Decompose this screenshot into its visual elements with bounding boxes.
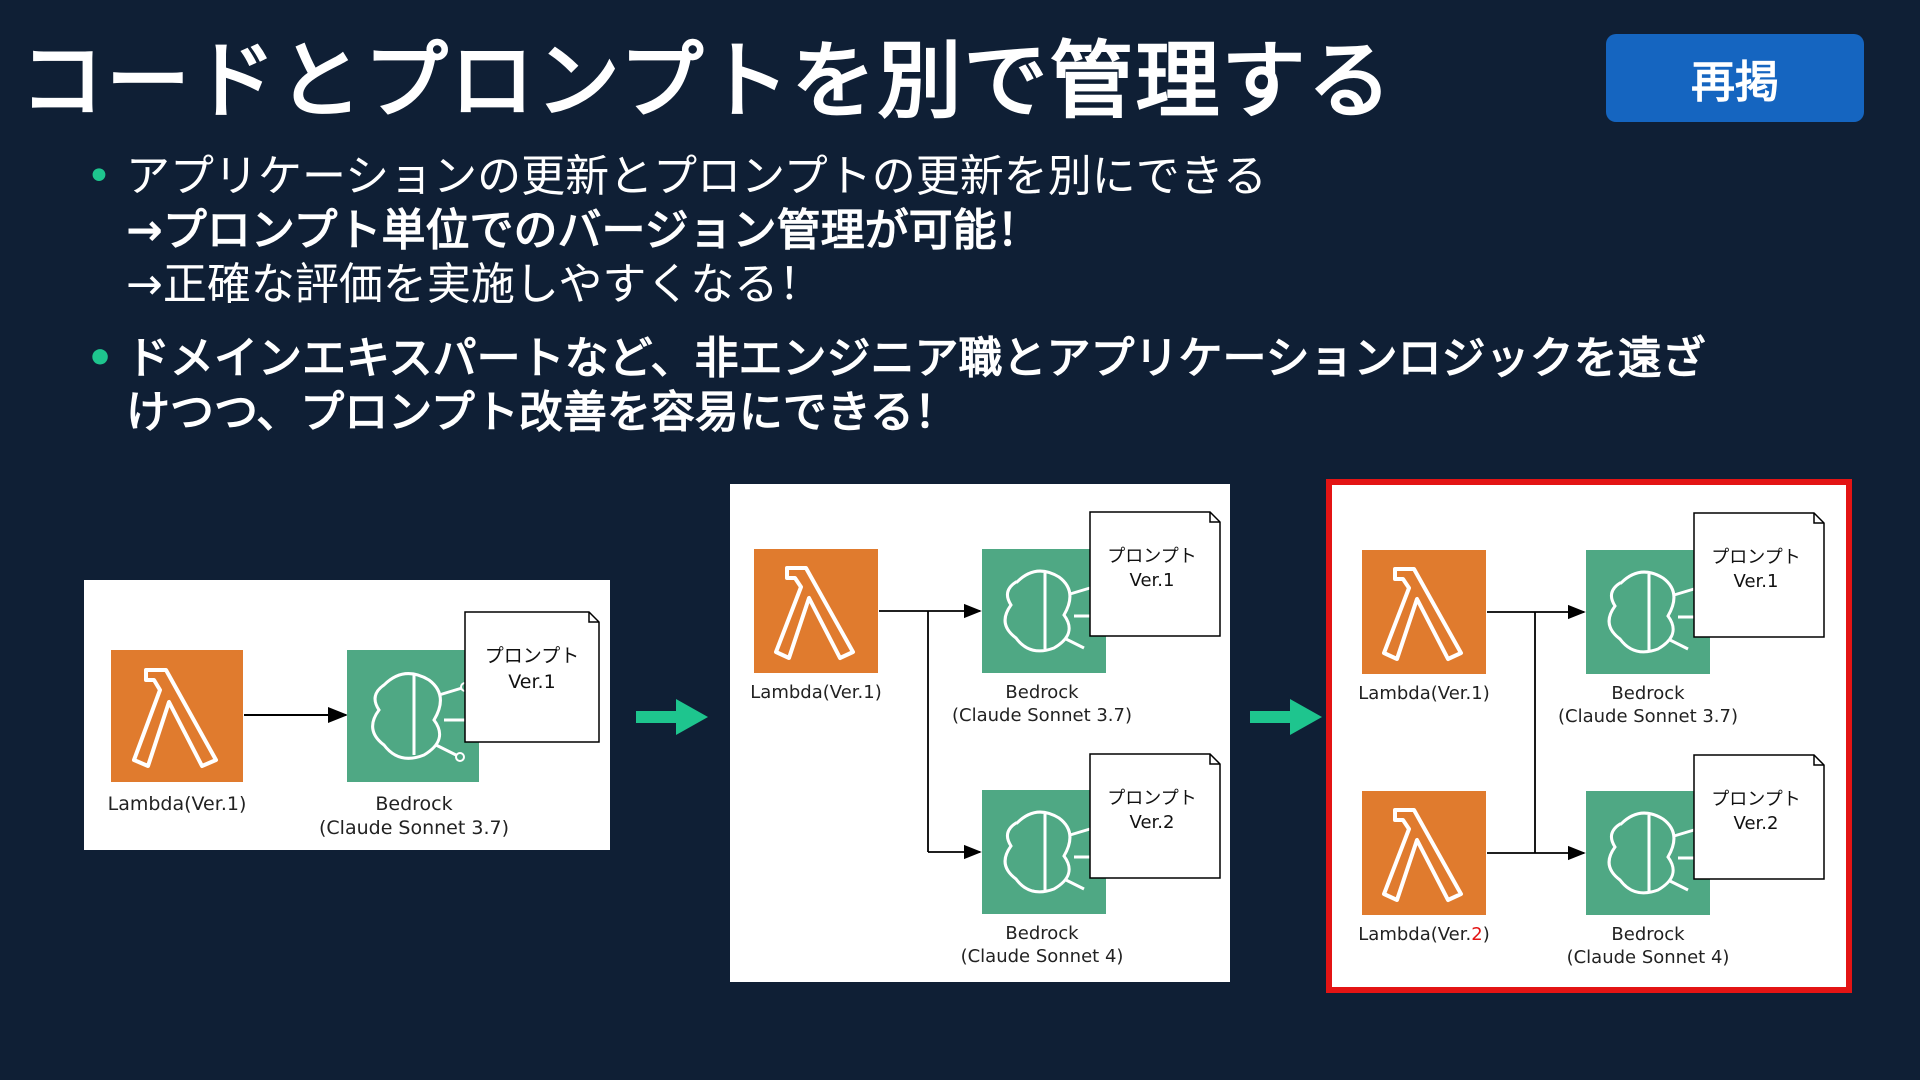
- transition-arrow-icon: [636, 699, 708, 735]
- diagram-panel-3-highlighted: Lambda(Ver.1) Lambda(Ver.2) Bedrock (Cla…: [1326, 479, 1852, 993]
- bedrock-icon: [982, 790, 1106, 914]
- diagram-panel-2: Lambda(Ver.1) Bedrock (Claude Sonnet 3.7…: [730, 484, 1230, 982]
- bullet-line: アプリケーションの更新とプロンプトの更新を別にできる: [126, 151, 1267, 202]
- diagram-1-svg: Lambda(Ver.1) Bedrock (Claude Sonnet 3.7…: [108, 611, 600, 839]
- bedrock-icon: [1586, 550, 1710, 674]
- bedrock-model-label: (Claude Sonnet 3.7): [1558, 706, 1738, 727]
- diagram-2-svg: Lambda(Ver.1) Bedrock (Claude Sonnet 3.7…: [750, 511, 1221, 967]
- prompt-document-icon: [464, 611, 600, 743]
- prompt-doc-version: Ver.2: [1734, 813, 1779, 834]
- bedrock-label: Bedrock: [1611, 683, 1685, 704]
- bullet-dot-icon: •: [86, 151, 112, 202]
- lambda-icon: [1362, 550, 1486, 674]
- prompt-doc-title: プロンプト: [1107, 788, 1196, 809]
- prompt-doc-version: Ver.1: [1130, 570, 1175, 591]
- bedrock-label: Bedrock: [1005, 923, 1079, 944]
- bedrock-icon: [982, 549, 1106, 673]
- bullet-line: →正確な評価を実施しやすくなる！: [126, 259, 823, 310]
- bullet-line: けつつ、プロンプト改善を容易にできる！: [126, 387, 959, 438]
- bedrock-icon: [1586, 791, 1710, 915]
- bullet-item: • アプリケーションの更新とプロンプトの更新を別にできる →プロンプト単位でのバ…: [86, 150, 1886, 312]
- lambda-label: Lambda(Ver.1): [750, 682, 881, 703]
- bullet-dot-icon: •: [86, 333, 115, 384]
- lambda-label: Lambda(Ver.2): [1358, 924, 1489, 945]
- bullet-line: →プロンプト単位でのバージョン管理が可能！: [126, 205, 1041, 256]
- prompt-doc-version: Ver.1: [1734, 571, 1779, 592]
- prompt-document-icon: [1693, 754, 1825, 880]
- repost-badge: 再掲: [1606, 34, 1864, 122]
- prompt-doc-version: Ver.1: [508, 671, 555, 693]
- lambda-label: Lambda(Ver.1): [1358, 683, 1489, 704]
- prompt-document-icon: [1693, 512, 1825, 638]
- slide-title: コードとプロンプトを別で管理する: [20, 32, 1394, 130]
- lambda-icon: [754, 549, 878, 673]
- bedrock-model-label: (Claude Sonnet 3.7): [319, 817, 509, 839]
- prompt-document-icon: [1089, 511, 1221, 637]
- bedrock-icon: [347, 650, 479, 782]
- bedrock-label: Bedrock: [1611, 924, 1685, 945]
- bedrock-label: Bedrock: [375, 793, 452, 815]
- bullet-item: • ドメインエキスパートなど、非エンジニア職とアプリケーションロジックを遠ざ け…: [86, 332, 1886, 440]
- lambda-icon: [111, 650, 243, 782]
- bullet-list: • アプリケーションの更新とプロンプトの更新を別にできる →プロンプト単位でのバ…: [86, 150, 1886, 440]
- lambda-icon: [1362, 791, 1486, 915]
- prompt-doc-version: Ver.2: [1130, 812, 1175, 833]
- bedrock-model-label: (Claude Sonnet 4): [1567, 947, 1730, 968]
- prompt-doc-title: プロンプト: [485, 645, 579, 667]
- bedrock-label: Bedrock: [1005, 682, 1079, 703]
- prompt-doc-title: プロンプト: [1711, 547, 1800, 568]
- bullet-line: ドメインエキスパートなど、非エンジニア職とアプリケーションロジックを遠ざ: [126, 333, 1706, 384]
- prompt-document-icon: [1089, 753, 1221, 879]
- transition-arrow-icon: [1250, 699, 1322, 735]
- bedrock-model-label: (Claude Sonnet 4): [961, 946, 1124, 967]
- diagram-panel-1: Lambda(Ver.1) Bedrock (Claude Sonnet 3.7…: [84, 580, 610, 850]
- prompt-doc-title: プロンプト: [1711, 789, 1800, 810]
- lambda-label: Lambda(Ver.1): [108, 793, 247, 815]
- prompt-doc-title: プロンプト: [1107, 546, 1196, 567]
- bedrock-model-label: (Claude Sonnet 3.7): [952, 705, 1132, 726]
- diagram-3-svg: Lambda(Ver.1) Lambda(Ver.2) Bedrock (Cla…: [1358, 512, 1825, 968]
